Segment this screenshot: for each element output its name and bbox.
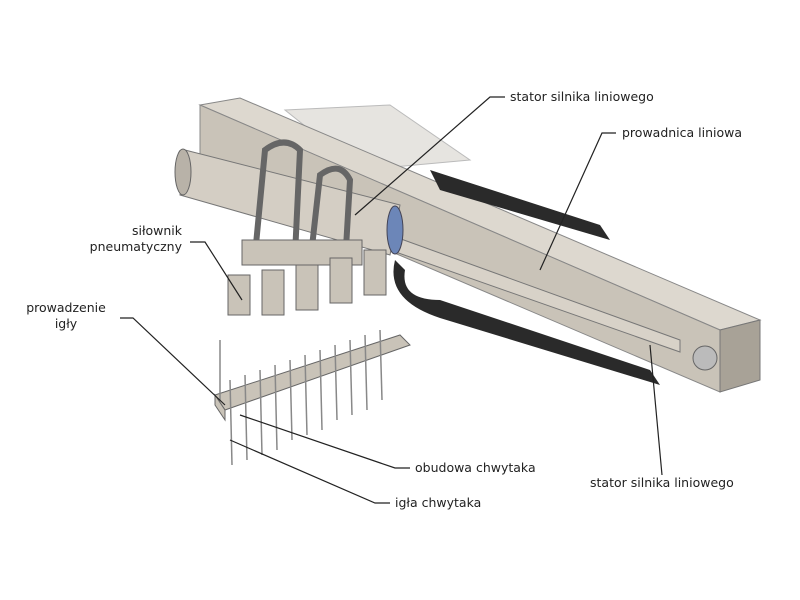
gripper-needles xyxy=(219,329,383,466)
leader-stator-top xyxy=(354,96,505,216)
leader-needle-guide xyxy=(120,317,226,406)
label-guide-rail: prowadnica liniowa xyxy=(622,125,743,140)
label-stator-bottom: stator silnika liniowego xyxy=(590,475,734,490)
leader-housing xyxy=(239,414,410,469)
gripper-housing xyxy=(214,334,411,422)
label-pneumatic-line1: siłownik xyxy=(131,223,182,238)
leader-needle xyxy=(229,439,390,504)
leader-stator-bottom xyxy=(649,344,663,476)
label-pneumatic-line2: pneumatyczny xyxy=(89,239,182,254)
label-needle-guide-line2: igły xyxy=(54,316,78,331)
label-gripper-needle: igła chwytaka xyxy=(395,495,482,510)
leader-pneumatic xyxy=(190,241,243,301)
leader-lines xyxy=(120,96,663,504)
leader-guide-rail xyxy=(539,132,616,271)
cable-chain xyxy=(393,170,660,385)
label-stator-top: stator silnika liniowego xyxy=(510,89,654,104)
bracket xyxy=(252,139,354,266)
label-gripper-housing: obudowa chwytaka xyxy=(415,460,536,475)
label-needle-guide: prowadzenie igły xyxy=(20,300,112,332)
label-needle-guide-line1: prowadzenie xyxy=(26,300,106,315)
pneumatic-cylinders xyxy=(227,239,387,316)
label-pneumatic: siłownik pneumatyczny xyxy=(70,223,182,255)
